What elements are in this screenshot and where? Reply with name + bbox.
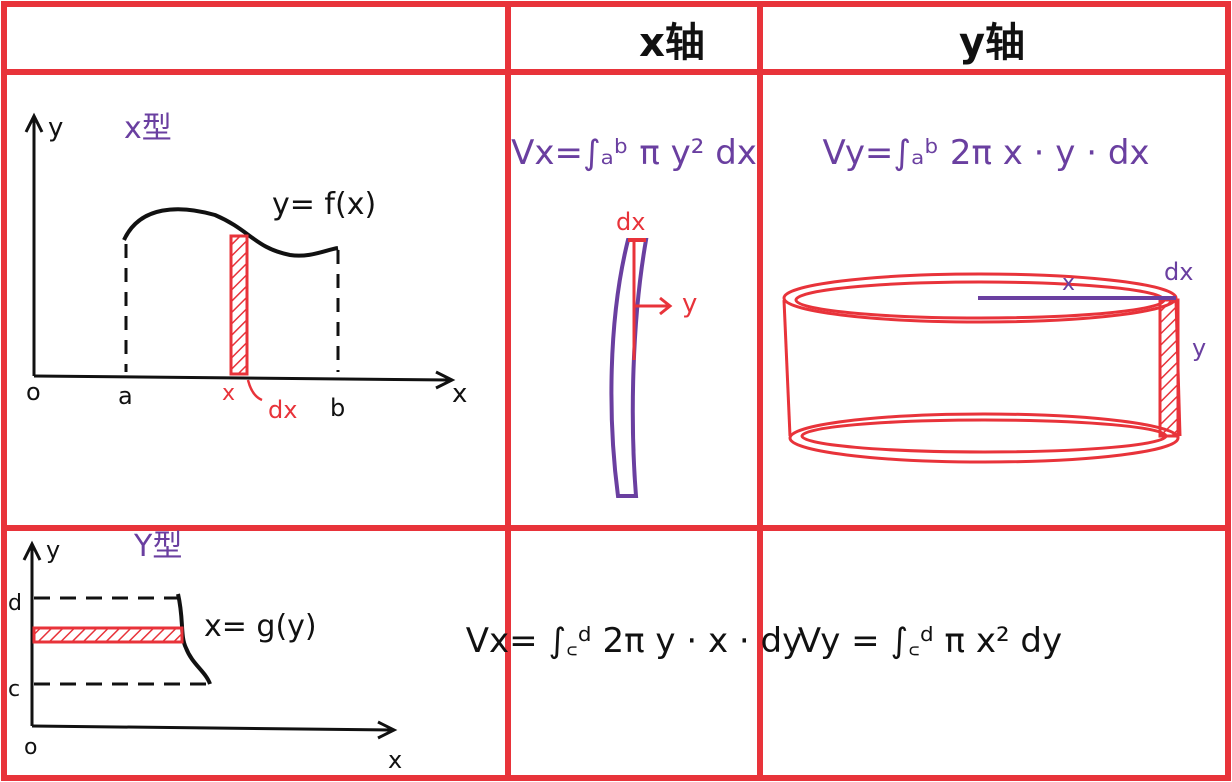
strip-rect (229, 234, 249, 376)
x-axis-2-arrow (377, 720, 398, 740)
horizontal-strip (32, 626, 184, 644)
x-type-graph: x型 y x o a b x dx y= f(x) (24, 111, 467, 424)
curve-f (122, 207, 339, 258)
disk-dx-label: dx (616, 208, 645, 236)
x-axis-2 (31, 724, 393, 732)
disk-shape (609, 238, 649, 498)
shell-dx-label: dx (1164, 258, 1193, 286)
vx-formula-xtype: Vx=∫ₐᵇ π y² dx (511, 133, 757, 173)
origin-label: o (26, 378, 41, 406)
header-y-axis: y轴 (959, 20, 1025, 66)
strip-x-label: x (222, 381, 235, 406)
disk-y-label: y (682, 289, 697, 319)
curve-g (176, 593, 212, 685)
disk-radius-arrowhead (659, 296, 673, 316)
y-axis-2-label: y (46, 536, 60, 564)
x-type-label: x型 (124, 111, 172, 146)
curve-label: y= f(x) (272, 187, 376, 222)
shell-bottom-inner (800, 418, 1168, 454)
vy-formula-ytype: Vy = ∫꜀ᵈ π x² dy (798, 621, 1062, 661)
header-x-axis: x轴 (639, 20, 705, 66)
tick-a-label: a (118, 382, 133, 410)
y-type-label: Y型 (133, 529, 182, 564)
shell-y-label: y (1192, 334, 1206, 362)
x-axis-label: x (452, 379, 467, 409)
vy-formula-xtype: Vy=∫ₐᵇ 2π x · y · dx (822, 133, 1149, 173)
y-axis-2-arrow (22, 540, 42, 561)
x-axis-arrow (435, 370, 456, 390)
x-axis (33, 374, 451, 382)
shell-left-side (782, 299, 792, 437)
strip-arrow (246, 379, 263, 402)
strip-dx-label: dx (268, 396, 297, 424)
shell-strip (1158, 298, 1180, 438)
y-type-graph: Y型 y x o d c x= g(y) (8, 529, 402, 774)
shell-x-label: x (1062, 271, 1075, 296)
origin-2-label: o (24, 735, 37, 760)
tick-b-label: b (330, 394, 345, 422)
tick-c-label: c (8, 677, 20, 702)
curve-g-label: x= g(y) (204, 609, 317, 644)
x-axis-2-label: x (388, 746, 402, 774)
y-axis-label: y (48, 113, 63, 143)
vx-formula-ytype: Vx= ∫꜀ᵈ 2π y · x · dy (466, 621, 802, 661)
shell-bottom-outer (788, 412, 1180, 464)
y-axis-shell-cell: Vy=∫ₐᵇ 2π x · y · dx x dx y (782, 133, 1206, 464)
x-axis-disk-cell: Vx=∫ₐᵇ π y² dx dx y (511, 133, 757, 498)
tick-d-label: d (8, 591, 22, 616)
y-axis-arrow (24, 112, 44, 133)
